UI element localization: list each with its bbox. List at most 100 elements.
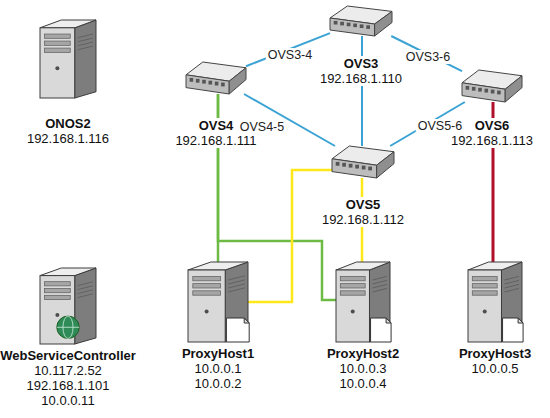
- vent-slot: [504, 288, 519, 292]
- ip-address: 10.0.0.5: [472, 361, 519, 376]
- drive-bay: [44, 289, 70, 293]
- switch-port: [478, 88, 482, 92]
- switch-port: [353, 24, 357, 28]
- node-texts: ONOS2192.168.1.116: [0, 116, 153, 146]
- node-name: OVS5: [346, 197, 381, 212]
- vent-slot: [228, 288, 245, 292]
- switch-port: [334, 21, 338, 25]
- server-icon: [336, 262, 390, 342]
- switch-port: [342, 163, 346, 167]
- server-front: [336, 270, 369, 342]
- switch-port: [349, 164, 353, 168]
- vent-slot: [228, 280, 245, 284]
- node-name: OVS3: [344, 56, 379, 71]
- ip-address: 10.0.0.4: [340, 376, 387, 391]
- server-top: [188, 262, 248, 270]
- vent-slot: [78, 42, 93, 46]
- switch-icon: [330, 6, 392, 36]
- switch-front: [330, 18, 375, 36]
- node-name: WebServiceController: [0, 348, 136, 363]
- drive-bay: [193, 276, 221, 280]
- drive-bay: [44, 295, 70, 299]
- vent-slot: [78, 34, 93, 38]
- switch-node: OVS4192.168.1.111: [186, 62, 246, 94]
- vent-slot: [372, 276, 387, 280]
- switch-port: [362, 166, 366, 170]
- vent-slot: [228, 276, 245, 280]
- document-fold: [518, 318, 523, 323]
- document-symbol: [226, 318, 249, 342]
- switch-port: [196, 79, 200, 83]
- switch-port: [366, 25, 370, 29]
- drive-bay: [340, 284, 365, 288]
- drive-bay: [472, 291, 497, 295]
- server-node: WebServiceController10.117.2.52192.168.1…: [40, 268, 96, 344]
- switch-icon: [332, 146, 394, 178]
- server-node: ProxyHost210.0.0.310.0.0.4: [336, 262, 390, 342]
- vent-slot: [228, 284, 245, 288]
- node-name: OVS6: [475, 118, 510, 133]
- drive-bay: [193, 291, 221, 295]
- power-button: [351, 310, 355, 314]
- server-top: [336, 262, 390, 270]
- switch-port: [368, 167, 372, 171]
- switch-port: [355, 165, 359, 169]
- link-line: [248, 170, 332, 302]
- node-texts: ProxyHost110.0.0.110.0.0.2: [133, 346, 303, 391]
- link-label: OVS4-5: [238, 120, 286, 134]
- ip-address: 192.168.1.116: [27, 131, 109, 146]
- power-button: [483, 310, 487, 314]
- vent-slot: [78, 38, 93, 42]
- switch-front: [462, 83, 505, 102]
- drive-bay: [44, 34, 70, 38]
- vent-slot: [78, 286, 93, 290]
- node-name: ProxyHost2: [327, 346, 399, 361]
- switch-front: [332, 159, 377, 178]
- link-label: OVS5-6: [416, 119, 464, 133]
- server-front: [468, 270, 501, 342]
- link-label: OVS3-4: [266, 48, 314, 62]
- drive-bay: [44, 41, 70, 45]
- switch-side: [375, 11, 392, 36]
- vent-slot: [78, 282, 93, 286]
- switch-port: [360, 24, 364, 28]
- power-button: [55, 313, 59, 317]
- document-symbol: [371, 318, 392, 342]
- link-line: [361, 36, 363, 146]
- node-texts: OVS5192.168.1.112: [278, 197, 448, 227]
- switch-port: [202, 80, 206, 84]
- globe-equator: [57, 327, 79, 328]
- link-line: [246, 33, 330, 66]
- document-symbol: [503, 318, 524, 342]
- server-front: [188, 270, 225, 342]
- switch-side: [229, 68, 246, 94]
- switch-side: [377, 152, 394, 178]
- ip-address: 10.0.0.3: [340, 361, 387, 376]
- power-button: [205, 310, 209, 314]
- server-top: [40, 268, 96, 276]
- node-texts: ProxyHost310.0.0.5: [410, 346, 550, 376]
- switch-icon: [462, 70, 522, 102]
- node-name: ProxyHost3: [459, 346, 531, 361]
- link-line: [391, 36, 462, 71]
- ip-address: 10.0.0.11: [41, 393, 94, 408]
- vent-slot: [78, 290, 93, 294]
- switch-port: [347, 23, 351, 27]
- drive-bay: [340, 276, 365, 280]
- vent-slot: [78, 294, 93, 298]
- vent-slot: [372, 288, 387, 292]
- server-top: [40, 20, 96, 28]
- switch-port: [485, 89, 489, 93]
- drive-bay: [340, 291, 365, 295]
- switch-port: [466, 86, 470, 90]
- switch-port: [215, 82, 219, 86]
- node-texts: WebServiceController10.117.2.52192.168.1…: [0, 348, 153, 408]
- ip-address: 10.117.2.52: [34, 363, 102, 378]
- vent-slot: [78, 46, 93, 50]
- switch-port: [209, 81, 213, 85]
- server-node: ProxyHost110.0.0.110.0.0.2: [188, 262, 248, 342]
- power-button: [55, 66, 59, 70]
- switch-icon: [186, 62, 246, 94]
- switch-port: [190, 78, 194, 82]
- server-node: ProxyHost310.0.0.5: [468, 262, 522, 342]
